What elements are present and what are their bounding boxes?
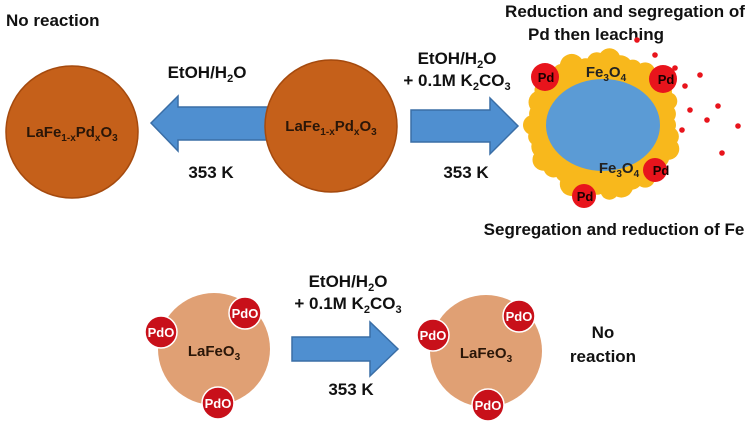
arrow-right: [410, 96, 520, 156]
particle-core: [546, 79, 660, 171]
arrow-bottom-top-label: EtOH/H2O: [309, 272, 388, 294]
particle-title-line2: Pd then leaching: [528, 25, 664, 44]
bottom-right-note-line1: No: [592, 323, 615, 342]
fe3o4-grain: [655, 103, 676, 124]
bottom-right-note-line2: reaction: [570, 347, 636, 366]
leached-pd-dots: [634, 37, 741, 156]
leached-pd-dot: [735, 123, 741, 129]
ball-b2-label: LaFeO3: [460, 345, 513, 365]
leached-pd-dot: [697, 72, 703, 78]
fe3o4-label-bottom: Fe3O4: [599, 160, 640, 180]
pd-sphere-bottom-right: [643, 158, 667, 182]
leached-pd-dot: [704, 117, 710, 123]
pd-label-top-right: Pd: [658, 72, 675, 87]
pd-sphere-bottom: [572, 184, 596, 208]
pdo-label-b2-bottom: PdO: [475, 398, 502, 413]
leached-pd-dot: [634, 37, 640, 43]
pdo-label-b1-bottom: PdO: [205, 396, 232, 411]
ball-center-label: LaFe1-xPdxO3: [285, 118, 377, 138]
arrow-right-bottom-label: 353 K: [443, 163, 489, 182]
arrow-bottom: [291, 320, 400, 378]
arrow-right-top-label: EtOH/H2O: [418, 49, 497, 71]
pdo-label-b2-top: PdO: [506, 309, 533, 324]
pd-label-top-left: Pd: [538, 70, 555, 85]
arrow-left-bottom-label: 353 K: [188, 163, 234, 182]
pdo-sphere-b1-top: [228, 296, 262, 330]
leached-pd-dot: [652, 52, 658, 58]
pd-sphere-top-left: [531, 63, 559, 91]
particle-title-line1: Reduction and segregation of: [505, 2, 745, 21]
arrow-left-top-label: EtOH/H2O: [168, 63, 247, 85]
arrow-left: [149, 94, 269, 153]
arrow-bottom-second-label: + 0.1M K2CO3: [294, 294, 401, 316]
pdo-sphere-b2-left: [416, 318, 450, 352]
leached-pd-dot: [679, 127, 685, 133]
top-left-note: No reaction: [6, 11, 100, 30]
pdo-label-b1-left: PdO: [148, 325, 175, 340]
arrow-right-second-label: + 0.1M K2CO3: [403, 71, 510, 93]
fe3o4-label-top: Fe3O4: [586, 64, 627, 84]
leached-pd-dot: [672, 65, 678, 71]
arrow-bottom-bottom-label: 353 K: [328, 380, 374, 399]
leached-pd-dot: [687, 107, 693, 113]
leached-pd-dot: [682, 83, 688, 89]
ball-b1-label: LaFeO3: [188, 343, 241, 363]
pdo-label-b1-top: PdO: [232, 306, 259, 321]
particle-bottom-note: Segregation and reduction of Fe: [484, 220, 745, 239]
pd-label-bottom-right: Pd: [653, 163, 670, 178]
pdo-sphere-b2-bottom: [471, 388, 505, 422]
pd-label-bottom: Pd: [577, 189, 594, 204]
ball-left-label: LaFe1-xPdxO3: [26, 124, 118, 144]
perovskite-ball-center: [264, 59, 398, 193]
pdo-sphere-b1-left: [144, 315, 178, 349]
pd-sphere-top-right: [649, 65, 677, 93]
leached-pd-dot: [719, 150, 725, 156]
perovskite-ball-left: [5, 65, 139, 199]
leached-pd-dot: [715, 103, 721, 109]
pdo-label-b2-left: PdO: [420, 328, 447, 343]
pdo-sphere-b2-top: [502, 299, 536, 333]
pdo-sphere-b1-bottom: [201, 386, 235, 420]
